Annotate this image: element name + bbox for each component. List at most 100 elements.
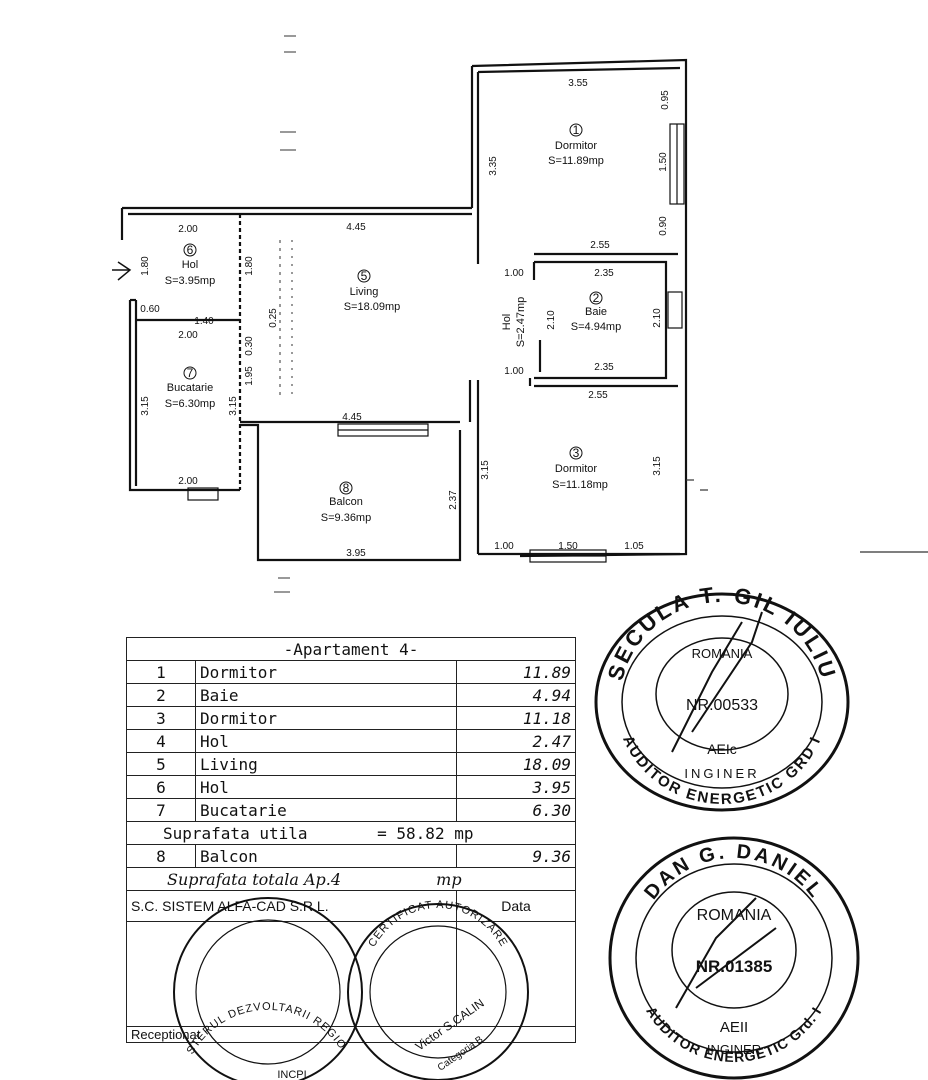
svg-text:Living: Living — [350, 286, 379, 298]
svg-text:1: 1 — [573, 123, 580, 137]
svg-text:S=11.89mp: S=11.89mp — [548, 155, 604, 167]
svg-text:0.60: 0.60 — [140, 304, 160, 315]
auditor-stamp-1: SECULA T. GIL IULIU AUDITOR ENERGETIC GR… — [594, 582, 850, 812]
svg-text:SECULA T. GIL IULIU: SECULA T. GIL IULIU — [603, 582, 842, 683]
svg-text:Baie: Baie — [585, 306, 607, 318]
svg-text:1.95: 1.95 — [244, 366, 255, 386]
svg-text:2.00: 2.00 — [178, 330, 198, 341]
svg-text:S=6.30mp: S=6.30mp — [165, 398, 215, 410]
svg-text:1.50: 1.50 — [558, 541, 578, 552]
date-label: Data — [456, 890, 576, 922]
usable-area-label: Suprafata utila — [163, 823, 308, 843]
certificate-stamp: CERTIFICAT AUTORIZARE Victor S.CALIN Cat… — [347, 899, 529, 1080]
plan-windows — [187, 123, 685, 563]
svg-text:S=2.47mp: S=2.47mp — [515, 297, 527, 347]
svg-text:7: 7 — [187, 366, 194, 380]
svg-text:2.00: 2.00 — [178, 224, 198, 235]
svg-text:AEIc: AEIc — [707, 741, 737, 757]
svg-text:5: 5 — [361, 269, 368, 283]
svg-text:2.35: 2.35 — [594, 268, 614, 279]
dimensions: 3.55 0.95 3.35 1.50 0.90 2.00 4.45 1.80 … — [140, 78, 671, 559]
svg-text:S=3.95mp: S=3.95mp — [165, 275, 215, 287]
room-7: 7 Bucatarie S=6.30mp — [165, 366, 215, 410]
company-row: S.C. SISTEM ALFA-CAD S.R.L. Data — [126, 890, 576, 922]
svg-text:3.55: 3.55 — [568, 78, 588, 89]
svg-text:2.10: 2.10 — [546, 310, 557, 330]
svg-text:3.15: 3.15 — [480, 460, 491, 480]
svg-text:Hol: Hol — [182, 259, 199, 271]
floor-plan: 1 Dormitor S=11.89mp 2 Baie S=4.94mp 3 D… — [112, 35, 928, 593]
svg-text:INCPI: INCPI — [277, 1069, 306, 1080]
svg-text:2.35: 2.35 — [594, 362, 614, 373]
svg-text:S=9.36mp: S=9.36mp — [321, 512, 371, 524]
plan-walls — [120, 58, 688, 562]
entry-arrow-icon — [112, 261, 132, 281]
total-area-label: Suprafata totala Ap.4 — [167, 869, 342, 889]
svg-text:AEII: AEII — [720, 1019, 748, 1036]
svg-text:3.15: 3.15 — [140, 396, 151, 416]
svg-text:INGINER: INGINER — [684, 766, 759, 781]
svg-text:DAN G. DANIEL: DAN G. DANIEL — [640, 841, 828, 904]
company-name: S.C. SISTEM ALFA-CAD S.R.L. — [126, 890, 457, 922]
svg-text:ROMANIA: ROMANIA — [697, 907, 772, 924]
svg-text:0.25: 0.25 — [268, 308, 279, 328]
svg-text:0.95: 0.95 — [660, 90, 671, 110]
signature-row — [126, 921, 576, 1027]
svg-text:2.55: 2.55 — [588, 390, 608, 401]
svg-text:3: 3 — [573, 446, 580, 460]
svg-text:2.37: 2.37 — [448, 490, 459, 510]
svg-text:2.00: 2.00 — [178, 476, 198, 487]
signature-mark — [675, 897, 777, 1009]
total-area-row: Suprafata totala Ap.4 mp — [126, 867, 576, 891]
total-area-unit: mp — [436, 869, 462, 889]
dashed-markers — [274, 35, 296, 593]
room-8: 8 Balcon S=9.36mp — [321, 481, 371, 524]
svg-text:3.15: 3.15 — [228, 396, 239, 416]
svg-text:6: 6 — [187, 243, 194, 257]
svg-text:1.05: 1.05 — [624, 541, 644, 552]
svg-text:S=18.09mp: S=18.09mp — [344, 301, 401, 313]
svg-text:INGINER: INGINER — [707, 1042, 761, 1057]
room-1: 1 Dormitor S=11.89mp — [548, 123, 604, 167]
svg-text:NR.00533: NR.00533 — [686, 697, 758, 714]
room-3: 3 Dormitor S=11.18mp — [552, 446, 608, 491]
table-title: -Apartament 4- — [126, 637, 576, 661]
svg-text:4.45: 4.45 — [342, 412, 362, 423]
usable-area-row: Suprafata utila = 58.82 mp — [126, 821, 576, 845]
svg-text:2: 2 — [593, 291, 600, 305]
svg-text:1.40: 1.40 — [194, 316, 214, 327]
ministry-stamp: MINISTERUL DEZVOLTARII REGIONALE INCPI — [168, 882, 363, 1080]
room-2: 2 Baie S=4.94mp — [571, 291, 621, 333]
svg-text:Dormitor: Dormitor — [555, 140, 598, 152]
svg-text:3.15: 3.15 — [652, 456, 663, 476]
svg-text:Dormitor: Dormitor — [555, 463, 598, 475]
svg-text:3.95: 3.95 — [346, 548, 366, 559]
svg-text:S=4.94mp: S=4.94mp — [571, 321, 621, 333]
svg-text:1.80: 1.80 — [244, 256, 255, 276]
svg-text:CERTIFICAT AUTORIZARE: CERTIFICAT AUTORIZARE — [366, 899, 509, 949]
svg-text:2.55: 2.55 — [590, 240, 610, 251]
svg-text:0.90: 0.90 — [658, 216, 669, 236]
svg-text:Hol: Hol — [501, 314, 513, 331]
room-5: 5 Living S=18.09mp — [344, 269, 401, 313]
svg-text:0.30: 0.30 — [244, 336, 255, 356]
svg-text:1.00: 1.00 — [494, 541, 514, 552]
svg-text:Balcon: Balcon — [329, 496, 363, 508]
svg-text:Categoria B: Categoria B — [436, 1034, 486, 1073]
room-6: 6 Hol S=3.95mp — [165, 243, 215, 287]
signature-mark — [671, 611, 763, 753]
svg-text:1.50: 1.50 — [658, 152, 669, 172]
scan-marks — [686, 479, 928, 553]
svg-text:NR.01385: NR.01385 — [696, 957, 773, 976]
svg-text:1.80: 1.80 — [140, 256, 151, 276]
svg-text:S=11.18mp: S=11.18mp — [552, 479, 608, 491]
svg-text:1.00: 1.00 — [504, 268, 524, 279]
